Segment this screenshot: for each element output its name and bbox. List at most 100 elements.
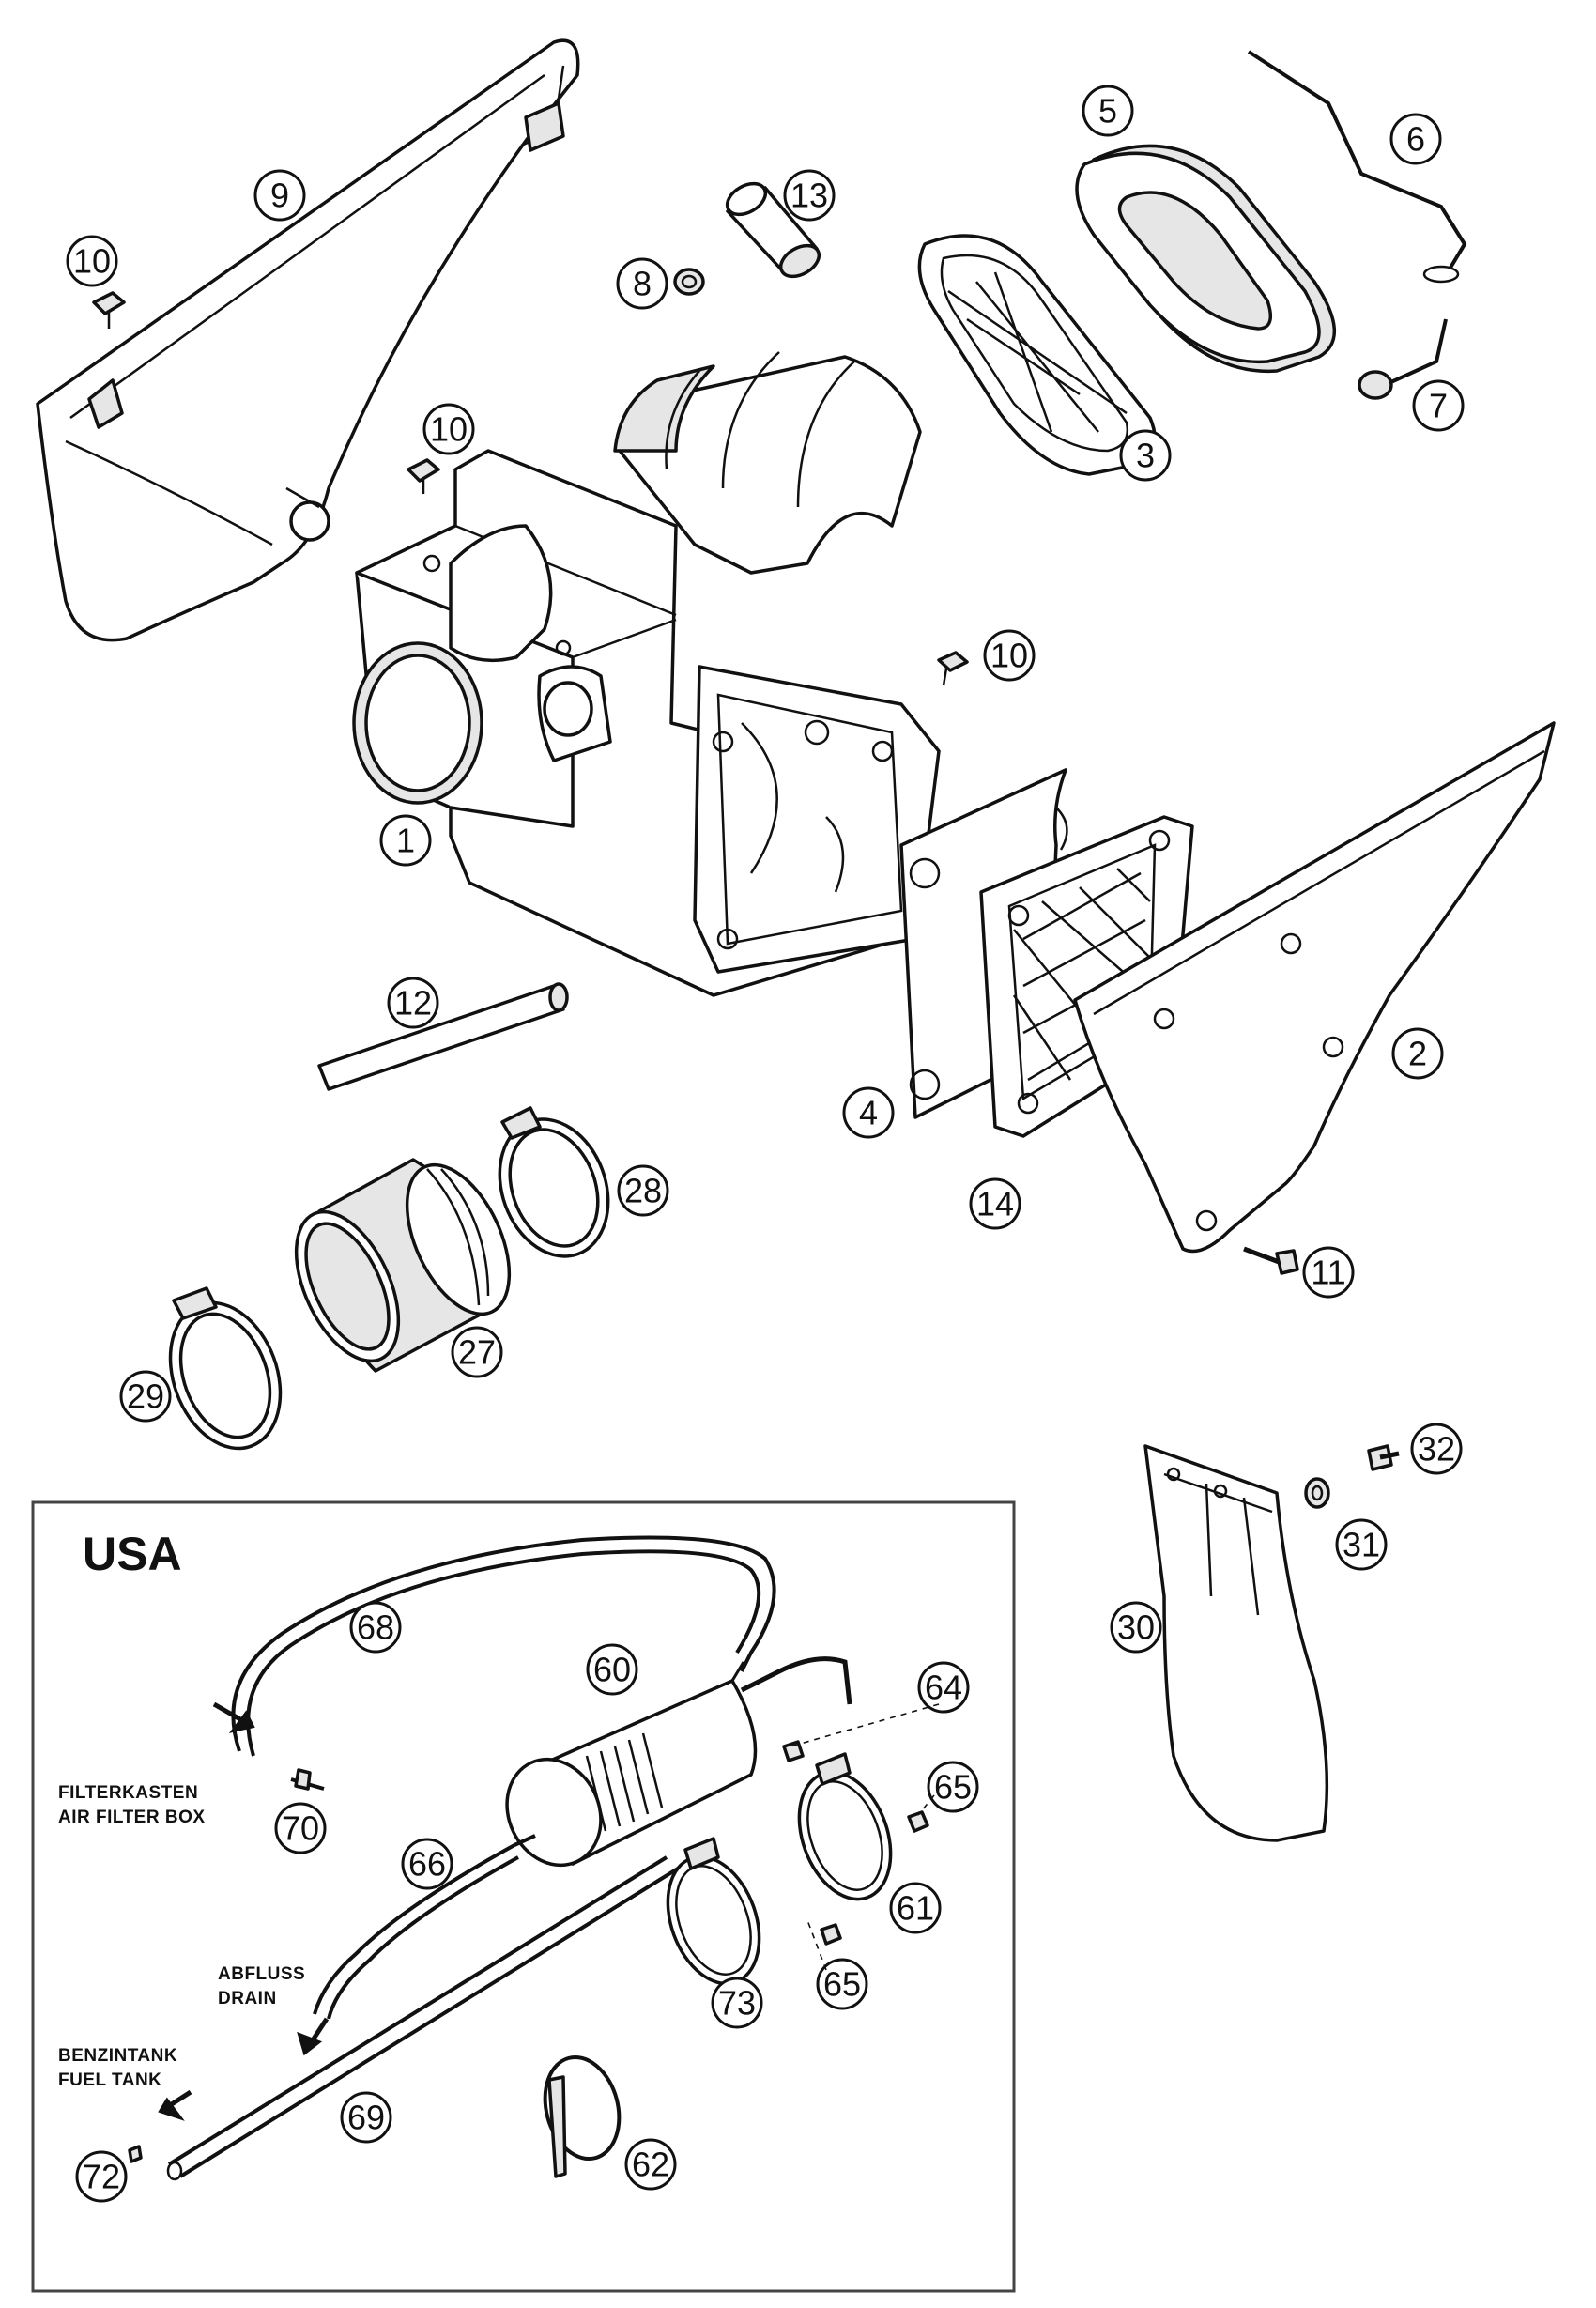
part-1-air-filter-box (352, 351, 941, 997)
callout-label: 12 (394, 984, 432, 1023)
callout-11: 11 (1302, 1246, 1355, 1299)
callout-1: 1 (379, 814, 432, 867)
part-65-nut-a (907, 1810, 929, 1833)
arrow-drain (297, 2017, 330, 2056)
arrow-fuel-tank (158, 2089, 192, 2121)
part-31-washer (1304, 1477, 1330, 1509)
callout-label: 1 (396, 822, 415, 860)
callout-14: 14 (969, 1177, 1021, 1230)
leader-lines (790, 1703, 940, 1971)
callout-72: 72 (75, 2150, 128, 2203)
part-69-fuel-hose (167, 1855, 668, 2166)
callout-64: 64 (917, 1661, 970, 1714)
callout-6: 6 (1389, 113, 1442, 165)
callout-label: 61 (897, 1889, 934, 1928)
inset-title: USA (83, 1528, 182, 1580)
callout-label: 32 (1418, 1430, 1455, 1469)
callout-10c: 10 (983, 629, 1036, 682)
callout-label: 70 (282, 1809, 319, 1848)
callout-label: 68 (357, 1608, 394, 1647)
part-13-sleeve (725, 181, 821, 279)
callout-label: 29 (127, 1377, 164, 1416)
part-2-right-side-cover (1073, 721, 1556, 1254)
callout-layer: 1 2 3 4 5 6 7 8 9 10 10 10 11 12 13 14 2… (66, 85, 1465, 2203)
callout-12: 12 (387, 977, 439, 1029)
callout-label: 9 (270, 177, 289, 215)
callout-label: 2 (1408, 1035, 1427, 1073)
part-64-screw (782, 1740, 805, 1762)
callout-label: 60 (593, 1651, 631, 1689)
part-3-filter-cage (917, 234, 1157, 476)
part-9-left-side-cover (36, 38, 580, 642)
callout-60: 60 (586, 1643, 638, 1696)
part-11-screw (1243, 1246, 1299, 1275)
callout-10b: 10 (422, 403, 475, 455)
part-70-connector (290, 1768, 325, 1791)
callout-2: 2 (1391, 1027, 1444, 1080)
part-66-drain-hose (313, 1843, 515, 2015)
callout-66: 66 (401, 1838, 453, 1890)
callout-label: 10 (73, 242, 111, 281)
part-27-intake-boot (294, 1158, 512, 1373)
part-72-fitting (128, 2145, 143, 2163)
callout-label: 11 (1311, 1254, 1345, 1292)
part-7-clip-pin (1358, 318, 1448, 400)
callout-label: 13 (790, 177, 828, 215)
callout-label: 8 (633, 265, 652, 303)
callout-label: 3 (1136, 437, 1155, 475)
callout-label: 4 (859, 1094, 878, 1132)
callout-label: 66 (408, 1845, 446, 1884)
part-62-cable-tie (543, 2054, 622, 2178)
callout-label: 30 (1117, 1608, 1155, 1647)
note-drain-en: DRAIN (218, 1989, 277, 2008)
arrow-filter-box (212, 1701, 255, 1733)
note-filterbox-de: FILTERKASTEN (58, 1783, 198, 1803)
callout-13: 13 (783, 169, 836, 222)
callout-10a: 10 (66, 235, 118, 287)
callout-label: 65 (823, 1965, 861, 2004)
callout-label: 65 (934, 1768, 972, 1807)
callout-4: 4 (842, 1086, 895, 1139)
note-fueltank-en: FUEL TANK (58, 2070, 161, 2090)
part-12-breather-hose (317, 982, 569, 1091)
callout-8: 8 (616, 257, 668, 310)
note-drain-de: ABFLUSS (218, 1964, 305, 1984)
callout-label: 64 (925, 1669, 962, 1707)
callout-3: 3 (1119, 429, 1172, 482)
callout-label: 7 (1429, 387, 1448, 425)
callout-70: 70 (274, 1802, 327, 1854)
callout-31: 31 (1335, 1518, 1388, 1571)
callout-73: 73 (711, 1977, 763, 2029)
part-10-screw-b (407, 458, 440, 494)
part-5-foam-filter (1075, 144, 1337, 374)
callout-label: 5 (1098, 92, 1117, 131)
callout-32: 32 (1410, 1423, 1463, 1475)
callout-label: 31 (1343, 1526, 1380, 1564)
usa-inset: USA FILTERKASTEN AIR FILTER BOX ABFLUSS … (31, 1500, 1016, 2293)
callout-29: 29 (119, 1370, 172, 1423)
part-10-screw-c (937, 651, 969, 686)
callout-label: 72 (83, 2158, 120, 2196)
note-filterbox-en: AIR FILTER BOX (58, 1808, 206, 1827)
callout-69: 69 (340, 2091, 392, 2144)
part-32-screw (1367, 1444, 1400, 1471)
callout-5: 5 (1082, 85, 1134, 137)
part-28-hose-clamp (498, 1106, 610, 1258)
part-30-mud-flap (1143, 1444, 1329, 1842)
callout-label: 10 (430, 410, 468, 449)
callout-label: 73 (718, 1984, 756, 2023)
callout-label: 62 (632, 2146, 669, 2184)
callout-30: 30 (1110, 1601, 1162, 1654)
callout-label: 6 (1406, 120, 1425, 159)
callout-label: 28 (624, 1172, 662, 1210)
part-73-bracket-clamp (666, 1837, 761, 1986)
part-68-vent-hose (231, 1535, 776, 1752)
part-60-charcoal-canister (505, 1656, 852, 1868)
callout-65a: 65 (927, 1761, 979, 1813)
callout-61: 61 (889, 1882, 942, 1934)
callout-68: 68 (349, 1601, 402, 1654)
callout-label: 10 (990, 637, 1028, 675)
part-65-nut-b (820, 1923, 842, 1946)
part-29-hose-clamp (168, 1286, 283, 1451)
part-8-grommet (673, 268, 705, 296)
